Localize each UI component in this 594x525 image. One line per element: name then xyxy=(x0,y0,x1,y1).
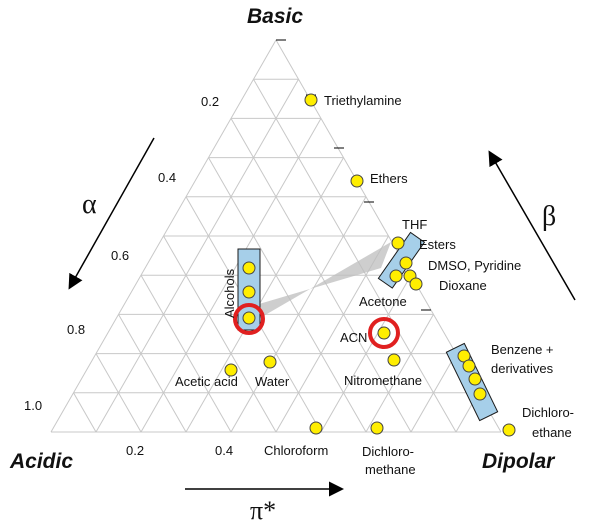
corner-basic-label: Basic xyxy=(247,5,303,28)
label-dichloromethane-1: Dichloro- xyxy=(362,444,414,459)
grid-line-left-diagonal xyxy=(163,235,277,433)
label-nitromethane: Nitromethane xyxy=(344,373,422,388)
point-alcohol-2 xyxy=(242,285,256,299)
label-dioxane: Dioxane xyxy=(439,278,487,293)
alpha-arrow xyxy=(68,137,155,290)
label-chloroform: Chloroform xyxy=(264,443,328,458)
corner-acidic-label: Acidic xyxy=(9,450,73,473)
solvent-points xyxy=(224,93,516,437)
point-triethylamine xyxy=(304,93,318,107)
alpha-tick-1-0: 1.0 xyxy=(24,398,42,413)
label-dichloroethane-1: Dichloro- xyxy=(522,405,574,420)
label-ethers: Ethers xyxy=(370,171,408,186)
acn-highlight-ring xyxy=(368,317,400,349)
grid-line-right-diagonal xyxy=(95,78,299,433)
point-nitromethane xyxy=(387,353,401,367)
point-acetic-acid xyxy=(224,363,238,377)
label-dichloroethane-2: ethane xyxy=(532,425,572,440)
label-dichloromethane-2: methane xyxy=(365,462,416,477)
label-benzene: Benzene + xyxy=(491,342,554,357)
alcohol-highlight-ring xyxy=(233,303,265,335)
label-dmso-pyridine: DMSO, Pyridine xyxy=(428,258,521,273)
grid-line-left-diagonal xyxy=(208,157,367,433)
grid-line-left-diagonal xyxy=(230,118,412,433)
pi-star-tick-0-4: 0.4 xyxy=(215,443,233,458)
point-dmso xyxy=(389,269,403,283)
grid-line-left-diagonal xyxy=(118,314,187,433)
alpha-symbol: α xyxy=(82,189,97,220)
label-esters: Esters xyxy=(419,237,456,252)
point-water xyxy=(263,355,277,369)
point-acetonitrile xyxy=(377,326,391,340)
pi-star-tick-0-2: 0.2 xyxy=(126,443,144,458)
point-esters xyxy=(399,256,413,270)
alpha-tick-0-8: 0.8 xyxy=(67,322,85,337)
point-chloroform xyxy=(309,421,323,435)
grid-line-left-diagonal xyxy=(73,392,97,433)
point-alcohol-3 xyxy=(242,311,256,325)
grid-line-right-diagonal xyxy=(365,314,434,433)
label-acn: ACN xyxy=(340,330,367,345)
point-thf xyxy=(391,236,405,250)
grid-line-right-diagonal xyxy=(140,118,322,433)
label-triethylamine: Triethylamine xyxy=(324,93,402,108)
point-dichloromethane xyxy=(370,421,384,435)
alpha-tick-0-4: 0.4 xyxy=(158,170,176,185)
point-benzene-4 xyxy=(473,387,487,401)
grid-line-left-diagonal xyxy=(253,78,457,433)
label-water: Water xyxy=(255,374,290,389)
correlation-wedge xyxy=(248,242,391,325)
label-alcohols: Alcohols xyxy=(222,268,237,318)
label-thf: THF xyxy=(402,217,427,232)
grid-line-right-diagonal xyxy=(185,157,344,433)
pi-star-symbol: π* xyxy=(250,496,276,525)
corner-dipolar-label: Dipolar xyxy=(482,450,556,473)
label-benzene-derivatives: derivatives xyxy=(491,361,554,376)
alpha-tick-0-6: 0.6 xyxy=(111,248,129,263)
beta-symbol: β xyxy=(542,201,556,232)
point-benzene-3 xyxy=(468,372,482,386)
point-ethers xyxy=(350,174,364,188)
point-benzene-2 xyxy=(462,359,476,373)
point-dichloroethane xyxy=(502,423,516,437)
point-dioxane xyxy=(409,277,423,291)
label-acetic-acid: Acetic acid xyxy=(175,374,238,389)
point-alcohol-1 xyxy=(242,261,256,275)
label-acetone: Acetone xyxy=(359,294,407,309)
beta-arrow xyxy=(488,150,576,301)
alpha-tick-0-2: 0.2 xyxy=(201,94,219,109)
grid-line-right-diagonal xyxy=(50,39,277,433)
